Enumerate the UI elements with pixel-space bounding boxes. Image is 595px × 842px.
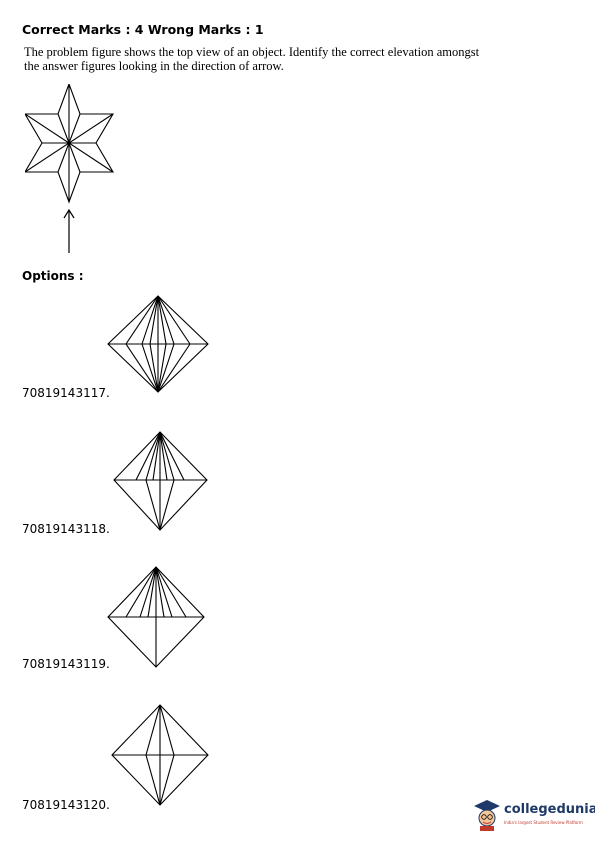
options-label: Options : xyxy=(22,269,84,283)
option-1-id[interactable]: 70819143117. xyxy=(22,386,110,400)
option-2-id[interactable]: 70819143118. xyxy=(22,522,110,536)
question-text: The problem figure shows the top view of… xyxy=(24,45,494,73)
question-line-2: the answer figures looking in the direct… xyxy=(24,59,284,73)
option-4-id[interactable]: 70819143120. xyxy=(22,798,110,812)
option-3-id[interactable]: 70819143119. xyxy=(22,657,110,671)
problem-figure-star xyxy=(25,84,114,204)
collegedunia-logo-icon xyxy=(474,800,500,831)
option-1-figure xyxy=(107,295,209,393)
brand-name: collegedunia xyxy=(504,802,595,817)
option-3-figure xyxy=(107,566,205,668)
brand-tagline: India's largest Student Review Platform xyxy=(504,820,583,825)
direction-arrow-icon xyxy=(63,208,75,253)
option-4-figure xyxy=(111,704,209,806)
option-2-figure xyxy=(113,431,208,531)
marks-header: Correct Marks : 4 Wrong Marks : 1 xyxy=(22,22,264,37)
question-line-1: The problem figure shows the top view of… xyxy=(24,45,480,59)
